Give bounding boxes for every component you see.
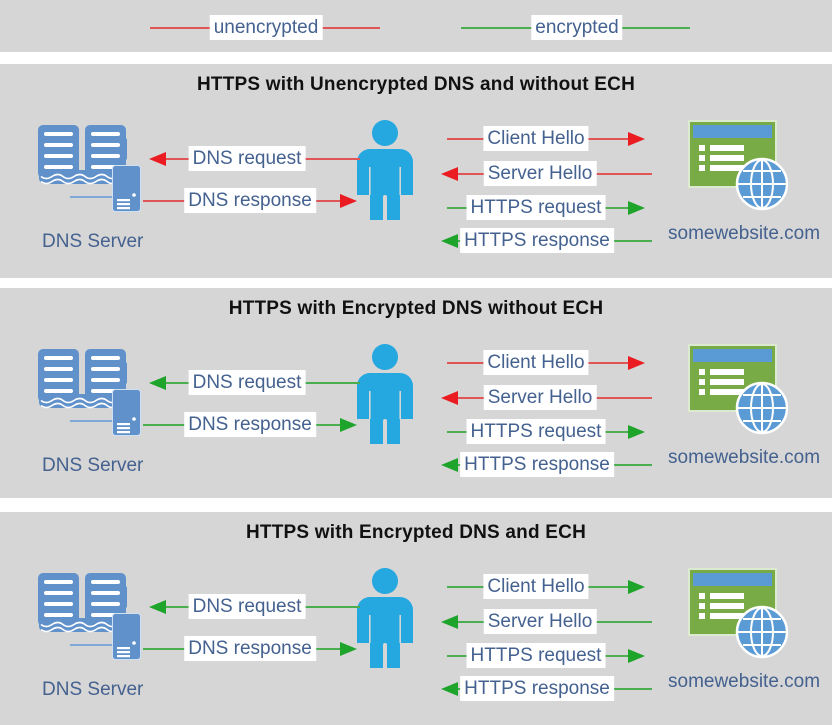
server-hello-label: Server Hello <box>483 609 597 634</box>
https-response-label: HTTPS response <box>460 228 614 253</box>
person-icon <box>357 120 413 222</box>
dns-server-caption: DNS Server <box>42 455 144 476</box>
legend-strip: unencrypted encrypted <box>0 0 832 52</box>
website-icon-group: somewebsite.com <box>668 344 820 474</box>
browser-window-icon <box>688 568 777 636</box>
dns-server-caption: DNS Server <box>42 679 144 700</box>
legend-encrypted-label: encrypted <box>531 15 623 40</box>
globe-icon <box>735 381 789 435</box>
window-titlebar <box>693 349 772 362</box>
arrowhead-right-icon <box>340 418 357 432</box>
arrowhead-right-icon <box>628 132 645 146</box>
server-hello-label: Server Hello <box>483 385 597 410</box>
arrowhead-right-icon <box>340 194 357 208</box>
dns-response-label: DNS response <box>184 188 316 213</box>
website-caption: somewebsite.com <box>668 671 821 692</box>
client-hello-label: Client Hello <box>483 126 589 151</box>
arrowhead-right-icon <box>628 356 645 370</box>
arrowhead-right-icon <box>628 580 645 594</box>
panel-encrypted-dns-and-ech: HTTPS with Encrypted DNS and ECH DNS Ser… <box>0 512 832 725</box>
website-icon-group: somewebsite.com <box>668 568 820 698</box>
arrowhead-left-icon <box>441 682 458 696</box>
person-icon <box>357 344 413 446</box>
arrowhead-right-icon <box>340 642 357 656</box>
panel-encrypted-dns-no-ech: HTTPS with Encrypted DNS without ECH DNS… <box>0 288 832 498</box>
dns-request-label: DNS request <box>188 370 306 395</box>
arrowhead-left-icon <box>441 615 458 629</box>
server-icon <box>112 389 141 436</box>
client-hello-label: Client Hello <box>483 574 589 599</box>
server-icon <box>112 613 141 660</box>
window-titlebar <box>693 573 772 586</box>
server-hello-label: Server Hello <box>483 161 597 186</box>
window-titlebar <box>693 125 772 138</box>
arrowhead-left-icon <box>149 600 166 614</box>
arrowhead-right-icon <box>628 649 645 663</box>
server-icon <box>112 165 141 212</box>
panel-title: HTTPS with Encrypted DNS and ECH <box>246 522 586 543</box>
dns-response-label: DNS response <box>184 412 316 437</box>
person-icon <box>357 568 413 670</box>
arrowhead-left-icon <box>441 391 458 405</box>
https-request-label: HTTPS request <box>466 195 606 220</box>
dns-server-caption: DNS Server <box>42 231 144 252</box>
dns-request-label: DNS request <box>188 146 306 171</box>
legend-unencrypted-label: unencrypted <box>209 15 323 40</box>
arrowhead-left-icon <box>441 458 458 472</box>
arrowhead-left-icon <box>149 376 166 390</box>
book-server-connector-line <box>70 196 112 198</box>
website-caption: somewebsite.com <box>668 223 821 244</box>
website-icon-group: somewebsite.com <box>668 120 820 250</box>
https-response-label: HTTPS response <box>460 452 614 477</box>
https-response-label: HTTPS response <box>460 676 614 701</box>
globe-icon <box>735 605 789 659</box>
https-request-label: HTTPS request <box>466 643 606 668</box>
book-server-connector-line <box>70 644 112 646</box>
globe-icon <box>735 157 789 211</box>
website-caption: somewebsite.com <box>668 447 821 468</box>
arrowhead-right-icon <box>628 425 645 439</box>
dns-request-label: DNS request <box>188 594 306 619</box>
arrowhead-left-icon <box>441 167 458 181</box>
panel-title: HTTPS with Encrypted DNS without ECH <box>228 298 604 319</box>
client-hello-label: Client Hello <box>483 350 589 375</box>
arrowhead-left-icon <box>149 152 166 166</box>
https-request-label: HTTPS request <box>466 419 606 444</box>
dns-response-label: DNS response <box>184 636 316 661</box>
panel-unencrypted-dns-no-ech: HTTPS with Unencrypted DNS and without E… <box>0 64 832 278</box>
panel-title: HTTPS with Unencrypted DNS and without E… <box>196 74 635 95</box>
book-server-connector-line <box>70 420 112 422</box>
arrowhead-left-icon <box>441 234 458 248</box>
arrowhead-right-icon <box>628 201 645 215</box>
